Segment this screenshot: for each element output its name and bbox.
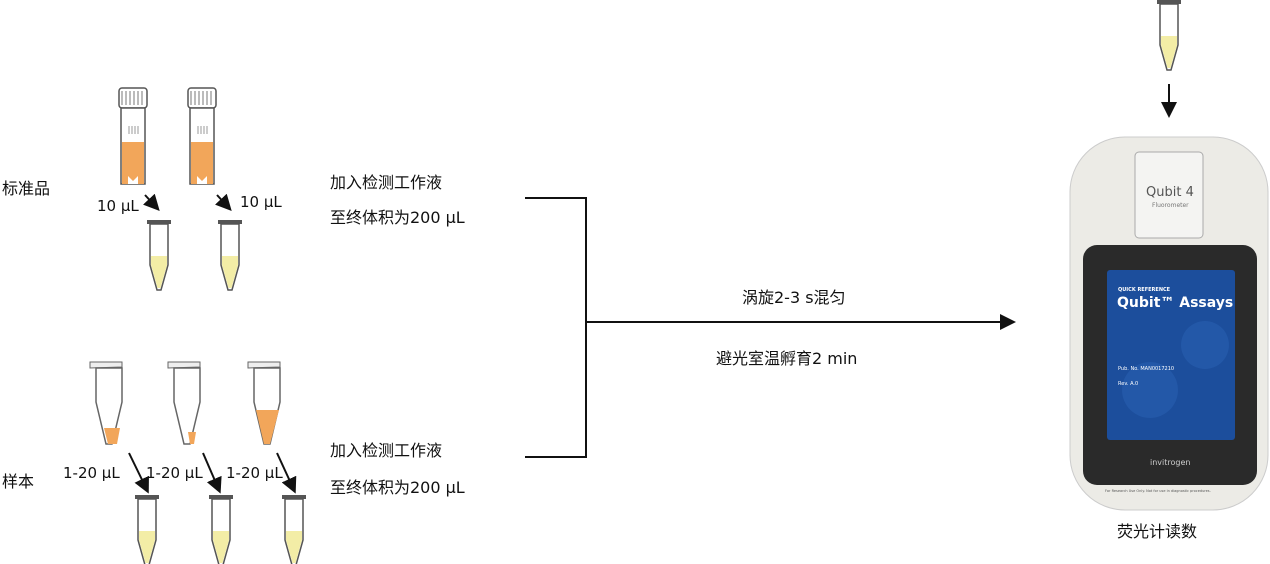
screen-title: Qubit™ Assays [1117,295,1234,311]
qubit-device [1069,136,1269,511]
arrow-std-2 [214,193,232,211]
sample-tube-3 [247,361,281,445]
standards-label: 标准品 [2,179,51,198]
arrow-sample-3 [276,452,297,494]
arrow-sample-2 [202,452,222,494]
standard-volume-left: 10 µL [97,197,139,215]
device-footer: For Research Use Only. Not for use in di… [1105,489,1211,493]
step-add-samples-line1: 加入检测工作液 [330,441,443,460]
samples-label: 样本 [2,472,35,491]
assay-tube-sample-3 [281,494,307,564]
device-caption: 荧光计读数 [1117,522,1198,541]
arrow-sample-1 [128,452,149,494]
screen-small-text: QUICK REFERENCE [1118,287,1171,293]
step-add-line1: 加入检测工作液 [330,173,443,192]
device-name: Qubit 4 [1146,185,1194,200]
assay-tube-sample-1 [134,494,160,564]
sample-tube-1 [89,361,123,445]
standard-tube-1 [118,87,148,185]
assay-tube-sample-2 [208,494,234,564]
sample-volume-2: 1-20 µL [146,464,203,482]
step-add-line2: 至终体积为200 µL [330,208,465,227]
arrow-std-1 [142,193,160,211]
standard-tube-2 [187,87,217,185]
sample-volume-1: 1-20 µL [63,464,120,482]
sample-tube-2 [167,361,201,445]
incubate-step: 避光室温孵育2 min [716,349,858,368]
step-add-samples-line2: 至终体积为200 µL [330,478,465,497]
assay-tube-std-2 [217,219,243,291]
top-tube [1156,0,1182,71]
screen-pub: Pub. No. MAN0017210 [1118,366,1175,372]
device-subtitle: Fluorometer [1152,202,1189,209]
sample-volume-3: 1-20 µL [226,464,283,482]
bracket [525,197,587,458]
standard-volume-right: 10 µL [240,193,282,211]
brand-logo: invitrogen [1150,458,1191,467]
mix-step: 涡旋2-3 s混匀 [742,288,846,307]
screen-rev: Rev. A.0 [1118,381,1139,387]
assay-tube-std-1 [146,219,172,291]
